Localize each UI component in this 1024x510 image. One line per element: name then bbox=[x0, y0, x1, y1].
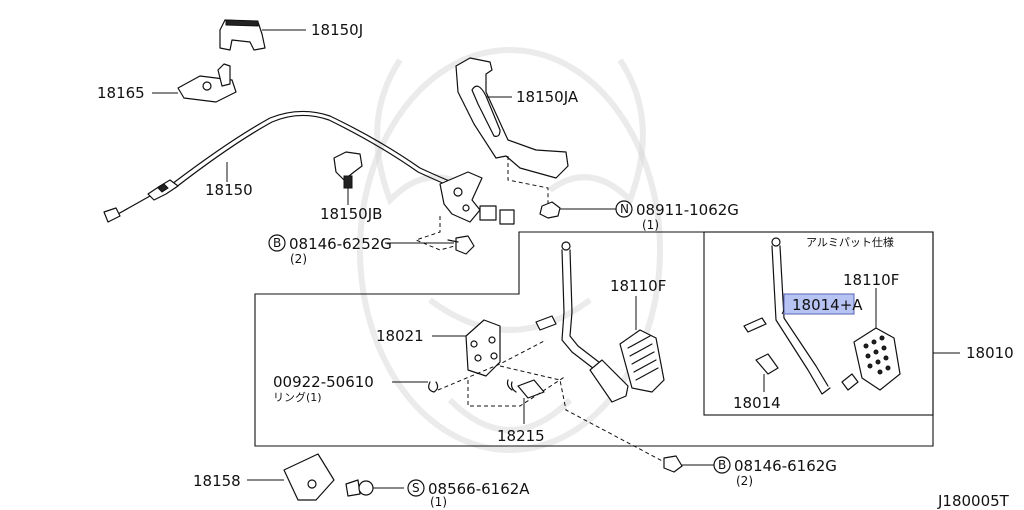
part-18150j-clip[interactable] bbox=[219, 19, 306, 51]
part-18110f-pedal-pad[interactable] bbox=[619, 296, 665, 393]
label-ring-qty: リング(1) bbox=[273, 390, 322, 404]
label-18150jb: 18150JB bbox=[320, 205, 382, 223]
circle-marker-s bbox=[407, 479, 425, 497]
leader-18014-a bbox=[781, 309, 785, 315]
label-18110f-inset: 18110F bbox=[843, 271, 899, 289]
label-18014: 18014 bbox=[733, 394, 781, 412]
label-18110f-main: 18110F bbox=[610, 277, 666, 295]
dashed-guide-upper bbox=[507, 156, 549, 206]
label-08146-6162g: 08146-6162G bbox=[734, 457, 837, 475]
part-inset-18014-clip[interactable] bbox=[755, 353, 779, 392]
part-08911-nut[interactable] bbox=[539, 201, 616, 219]
aluminum-pad-inset-frame bbox=[703, 231, 934, 416]
label-18014-plus-a: 18014+A bbox=[792, 296, 863, 314]
marker-n: N bbox=[620, 202, 629, 216]
label-08911-1062g: 08911-1062G bbox=[636, 201, 739, 219]
label-aluminum-pad-spec: アルミパット仕様 bbox=[806, 235, 894, 249]
part-inset-18110f-aluminum-pad[interactable] bbox=[853, 288, 901, 391]
part-18150jb-clip[interactable] bbox=[333, 151, 363, 205]
part-08146-6252g-bolt[interactable] bbox=[385, 235, 475, 255]
label-18158: 18158 bbox=[193, 472, 241, 490]
dashed-guide-lower-1 bbox=[437, 339, 547, 391]
dashed-guide-lower-3 bbox=[499, 365, 669, 465]
circle-marker-n bbox=[615, 200, 633, 218]
part-08566-screw[interactable] bbox=[345, 479, 404, 497]
marker-s: S bbox=[412, 481, 420, 495]
label-18215: 18215 bbox=[497, 427, 545, 445]
dashed-guide-bolt bbox=[414, 216, 463, 251]
qty-08566: (1) bbox=[430, 495, 447, 509]
label-08146-6252g: 08146-6252G bbox=[289, 235, 392, 253]
part-18021-bracket[interactable] bbox=[432, 319, 501, 377]
part-cable-end-bracket[interactable] bbox=[439, 171, 515, 225]
part-18158-plate[interactable] bbox=[247, 453, 335, 501]
label-18021: 18021 bbox=[376, 327, 424, 345]
part-inset-pedal-arm[interactable] bbox=[743, 237, 859, 395]
marker-b1: B bbox=[273, 236, 281, 250]
marker-b2: B bbox=[718, 458, 726, 472]
dashed-guide-lower-2 bbox=[467, 375, 567, 407]
label-18010: 18010 bbox=[966, 344, 1014, 362]
qty-08146-6162g: (2) bbox=[736, 474, 753, 488]
qty-08911: (1) bbox=[642, 218, 659, 232]
part-18150-cable[interactable] bbox=[103, 110, 463, 223]
part-18150ja-bracket[interactable] bbox=[455, 57, 569, 179]
part-08146-6162g-bolt[interactable] bbox=[663, 455, 714, 473]
label-18150ja: 18150JA bbox=[516, 88, 579, 106]
label-18150j: 18150J bbox=[311, 21, 363, 39]
label-18150: 18150 bbox=[205, 181, 253, 199]
qty-08146-6252g: (2) bbox=[290, 252, 307, 266]
part-18165-bracket[interactable] bbox=[152, 63, 237, 103]
diagram-id: J180005T bbox=[937, 492, 1010, 510]
highlight-18014 bbox=[783, 293, 855, 315]
label-00922-50610: 00922-50610 bbox=[273, 373, 374, 391]
part-pedal-arm[interactable] bbox=[535, 241, 629, 403]
part-18215-spring[interactable] bbox=[506, 379, 545, 424]
circle-marker-b1 bbox=[268, 234, 286, 252]
label-18165: 18165 bbox=[97, 84, 145, 102]
circle-marker-b2 bbox=[713, 456, 731, 474]
label-08566-6162a: 08566-6162A bbox=[428, 480, 530, 498]
part-00922-ring[interactable] bbox=[392, 381, 439, 393]
